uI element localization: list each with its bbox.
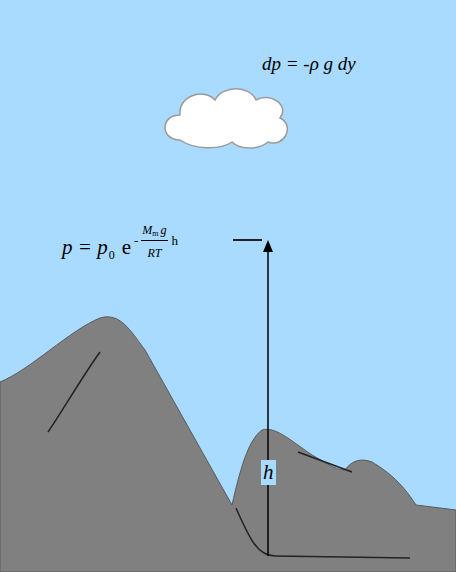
barometric-formula: p = p0e-MmgRTh	[62, 220, 178, 261]
denominator: RT	[147, 241, 161, 261]
arrowhead	[263, 240, 273, 252]
variable: RT	[147, 247, 161, 259]
mountains	[0, 317, 456, 572]
numerator: Mmg	[141, 220, 167, 241]
valley-line	[236, 508, 410, 558]
minus-sign: -	[134, 234, 138, 247]
formula-text: e	[122, 237, 131, 258]
level-mark	[233, 239, 262, 241]
fraction: MmgRT	[141, 220, 167, 261]
ridge-line	[48, 352, 100, 432]
ridge-lines	[48, 352, 410, 558]
exponent: -MmgRTh	[134, 220, 178, 261]
variable: M	[142, 224, 152, 236]
subscript: 0	[109, 249, 115, 261]
height-arrow	[267, 250, 269, 556]
height-label: h	[261, 460, 276, 485]
formula-text: p = p	[62, 237, 108, 258]
pressure-equation: dp = -ρ g dy	[262, 54, 356, 73]
subscript: m	[152, 230, 158, 238]
variable: g	[161, 224, 167, 236]
variable: h	[172, 234, 179, 247]
cloud	[165, 89, 287, 148]
ridge-line	[298, 452, 352, 472]
